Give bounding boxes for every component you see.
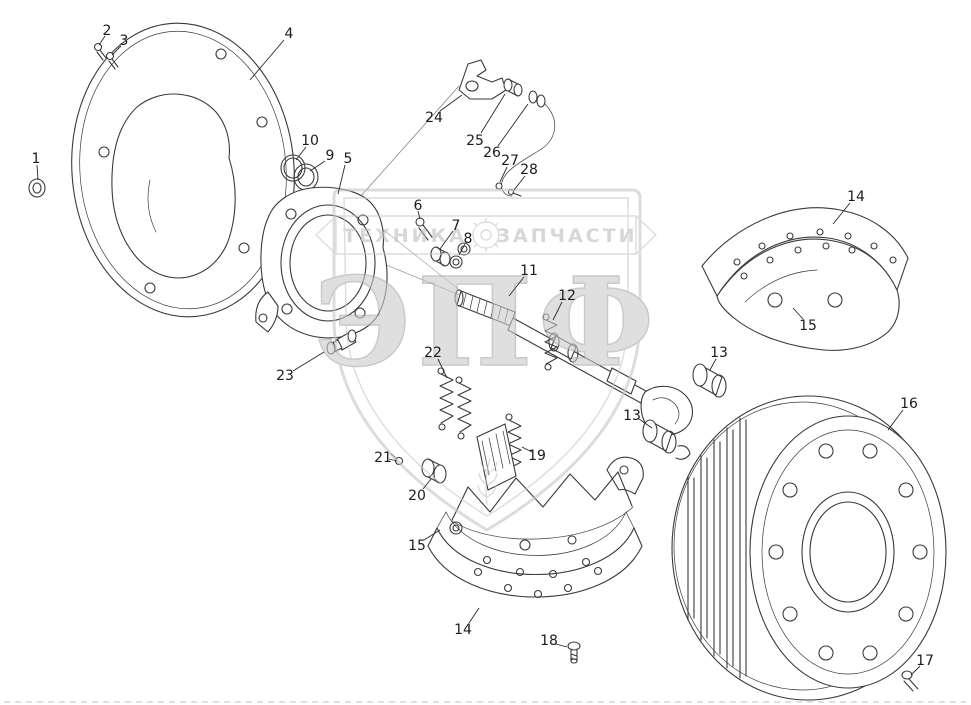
callout-label-26: 26	[483, 145, 501, 161]
callout-label-27: 27	[501, 153, 519, 169]
brake-shoe-lower	[427, 456, 644, 599]
callout-leader-26	[497, 103, 529, 147]
watermark-banner: ТЕХНИКА ЗАПЧАСТИ	[314, 215, 658, 255]
callout-leader-14	[468, 607, 480, 624]
callout-label-20: 20	[408, 488, 426, 504]
callout-leader-18	[555, 643, 568, 648]
callout-label-11: 11	[520, 263, 538, 279]
bolt-3	[105, 51, 119, 70]
callout-label-14: 14	[454, 622, 472, 638]
callout-label-23: 23	[276, 368, 294, 384]
callout-leader-13	[709, 358, 717, 371]
gear-icon	[469, 218, 503, 252]
watermark: ТЕХНИКА ЗАПЧАСТИ ЭПФ	[313, 188, 660, 532]
callout-leader-11	[508, 276, 525, 297]
callout-label-9: 9	[326, 148, 335, 164]
watermark-banner-right-text: ЗАПЧАСТИ	[497, 225, 638, 247]
callout-leader-27	[499, 166, 508, 183]
brake-spider	[255, 186, 388, 339]
callout-label-12: 12	[558, 288, 576, 304]
pin-25	[503, 78, 523, 97]
callout-label-8: 8	[464, 231, 473, 247]
callout-leader-13	[638, 418, 653, 429]
callout-leader-15	[792, 307, 804, 320]
callout-leader-6	[417, 210, 421, 220]
brake-drum	[671, 395, 947, 701]
callout-leader-15	[423, 529, 441, 541]
wheat-ornament-icon	[477, 457, 498, 506]
bolt-23	[326, 329, 357, 355]
callout-label-2: 2	[103, 23, 112, 39]
callout-label-4: 4	[285, 26, 294, 42]
callout-leader-28	[513, 175, 526, 191]
callout-label-13: 13	[623, 408, 641, 424]
watermark-banner-left-text: ТЕХНИКА	[343, 225, 467, 247]
callout-leader-9	[309, 160, 326, 172]
callout-leader-19	[521, 446, 533, 453]
callout-label-6: 6	[414, 198, 423, 214]
callout-label-28: 28	[520, 162, 538, 178]
callout-leader-12	[552, 301, 563, 321]
shoe-spring-22a	[437, 367, 454, 431]
callout-label-15: 15	[799, 318, 817, 334]
callout-leader-16	[887, 409, 904, 431]
lock-wire	[501, 103, 556, 197]
callout-leader-4	[249, 39, 285, 81]
callout-leader-3	[111, 45, 122, 56]
bolt-17	[901, 670, 919, 692]
clevis-pin-27	[495, 182, 503, 190]
shoe-spring-22b	[455, 376, 472, 440]
bolt-6	[415, 217, 433, 241]
callout-leader-24	[439, 94, 463, 112]
callout-leader-25	[480, 93, 506, 134]
callout-label-14: 14	[847, 189, 865, 205]
callout-label-18: 18	[540, 633, 558, 649]
pin-26	[528, 90, 546, 108]
lock-nut	[28, 178, 46, 198]
callout-label-25: 25	[466, 133, 484, 149]
cam-roller-upper	[692, 363, 727, 398]
callout-label-1: 1	[32, 151, 41, 167]
callout-label-19: 19	[528, 448, 546, 464]
anchor-block	[476, 423, 517, 491]
cam-roller-lower	[642, 419, 691, 460]
brake-shoe-upper	[701, 207, 909, 351]
callout-label-13: 13	[710, 345, 728, 361]
dust-shield	[71, 22, 295, 318]
bolt-18	[567, 641, 581, 664]
callout-leader-22	[437, 358, 448, 379]
callout-label-17: 17	[916, 653, 934, 669]
callout-leader-14	[832, 202, 851, 225]
callout-label-24: 24	[425, 110, 443, 126]
callout-leader-21	[388, 458, 398, 462]
callout-leader-10	[295, 146, 307, 161]
callout-leader-7	[439, 230, 454, 250]
callout-leader-2	[98, 35, 106, 46]
callout-leader-20	[422, 478, 432, 490]
bolt-2	[93, 42, 107, 61]
watermark-brand-text: ЭПФ	[314, 250, 660, 394]
callout-leader-8	[458, 243, 466, 256]
callout-label-10: 10	[301, 133, 319, 149]
callout-label-3: 3	[120, 33, 129, 49]
callout-label-15: 15	[408, 538, 426, 554]
callout-leader-23	[292, 351, 325, 372]
callout-label-22: 22	[424, 345, 442, 361]
camshaft	[454, 289, 693, 436]
adjuster-bracket-24	[458, 59, 507, 100]
callout-leader-1	[36, 164, 39, 181]
callout-label-16: 16	[900, 396, 918, 412]
callout-label-21: 21	[374, 450, 392, 466]
callout-label-5: 5	[344, 151, 353, 167]
callout-leader-5	[337, 164, 346, 195]
callout-label-7: 7	[452, 218, 461, 234]
callout-leader-17	[910, 665, 921, 676]
return-spring-12	[542, 313, 558, 371]
